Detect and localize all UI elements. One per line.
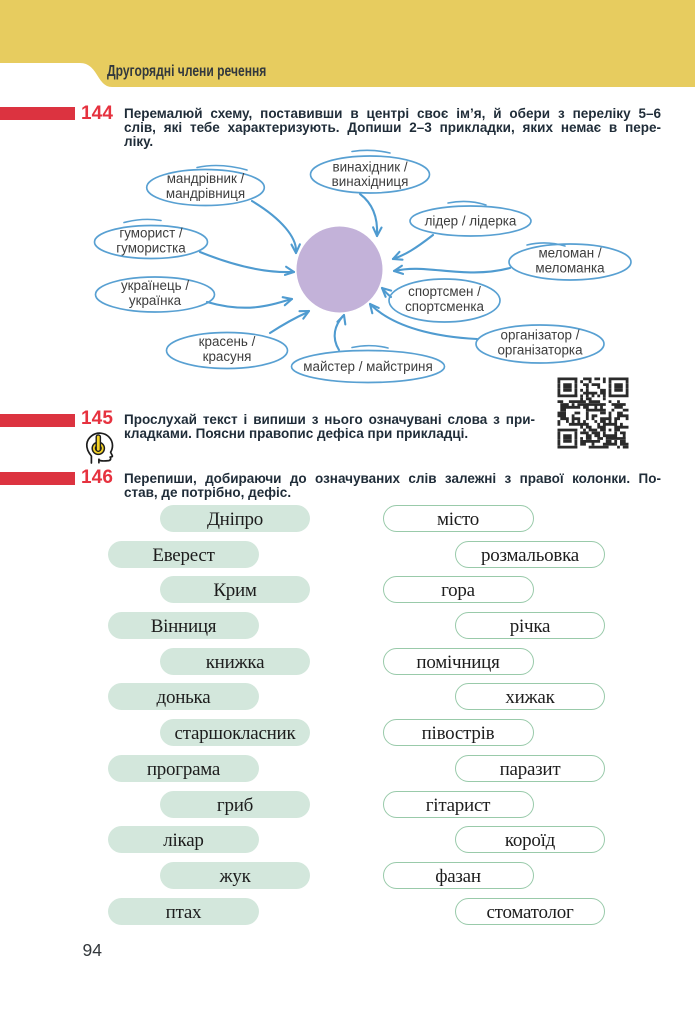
svg-text:красень /: красень / — [199, 334, 256, 349]
svg-text:українець /: українець / — [121, 278, 189, 293]
svg-text:гумористка: гумористка — [116, 241, 186, 256]
svg-text:організаторка: організаторка — [497, 343, 583, 358]
svg-text:винахідниця: винахідниця — [332, 174, 409, 189]
svg-text:мандрівниця: мандрівниця — [166, 186, 245, 201]
svg-text:винахідник /: винахідник / — [332, 159, 407, 174]
svg-text:українка: українка — [129, 293, 182, 308]
svg-text:лідер / лідерка: лідер / лідерка — [425, 214, 517, 229]
svg-text:майстер / майстриня: майстер / майстриня — [303, 359, 432, 374]
svg-text:меломанка: меломанка — [535, 261, 605, 276]
svg-text:спортсменка: спортсменка — [405, 299, 484, 314]
svg-text:гуморист /: гуморист / — [119, 225, 183, 240]
svg-text:мандрівник /: мандрівник / — [167, 171, 245, 186]
svg-text:красуня: красуня — [203, 349, 252, 364]
svg-text:організатор /: організатор / — [501, 327, 580, 342]
svg-text:спортсмен /: спортсмен / — [408, 284, 481, 299]
svg-text:меломан /: меломан / — [538, 245, 601, 260]
